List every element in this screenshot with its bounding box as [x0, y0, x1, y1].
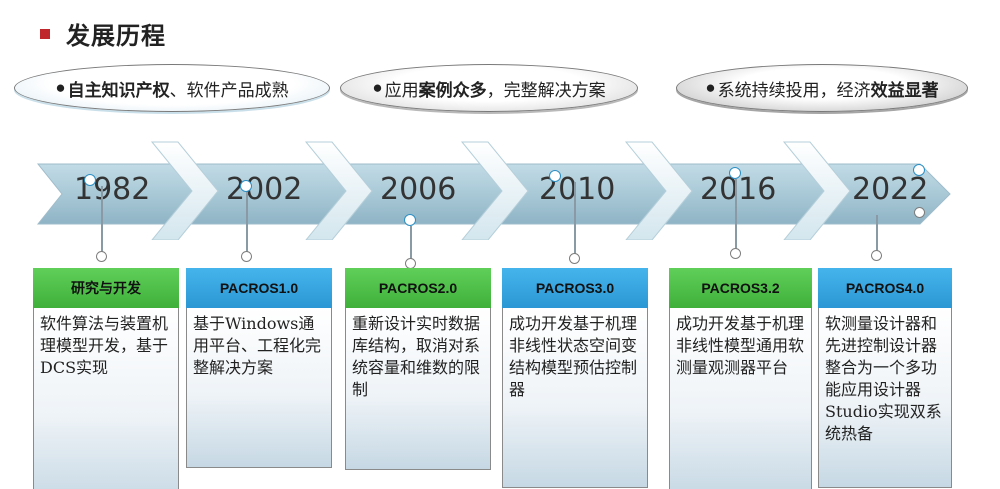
card-label: 研究与开发 — [33, 268, 179, 308]
node-bottom-icon — [569, 253, 580, 264]
year-2006: 2006 — [380, 172, 457, 207]
highlight-1-bold: 自主知识产权 — [67, 80, 170, 100]
card-description: 成功开发基于机理非线性状态空间变结构模型预估控制器 — [502, 308, 648, 488]
title-bullet-icon — [40, 28, 50, 39]
card-label: PACROS3.2 — [669, 268, 812, 308]
year-2022: 2022 — [852, 172, 929, 207]
card-label: PACROS1.0 — [186, 268, 332, 308]
highlight-pill-2: ● 应用案例众多，完整解决方案 — [340, 64, 638, 112]
card-description: 软测量设计器和先进控制设计器整合为一个多功能应用设计器Studio实现双系统热备 — [818, 308, 952, 488]
highlight-3-bold: 效益显著 — [870, 80, 939, 100]
connector-line — [101, 186, 103, 252]
connector-line — [876, 215, 878, 251]
card-description: 基于Windows通用平台、工程化完整解决方案 — [186, 308, 332, 468]
node-bottom-icon — [871, 250, 882, 261]
chevron-arrow-icon — [150, 141, 219, 240]
connector-line — [574, 182, 576, 254]
connector-line — [410, 226, 412, 260]
chevron-arrow-icon — [304, 141, 373, 240]
highlight-pill-1: ● 自主知识产权、软件产品成熟 — [14, 64, 330, 112]
card-description: 重新设计实时数据库结构，取消对系统容量和维数的限制 — [345, 308, 491, 470]
bullet-dot-icon: ● — [705, 78, 716, 97]
chevron-arrow-icon — [460, 141, 529, 240]
milestone-card-2010: PACROS3.0 成功开发基于机理非线性状态空间变结构模型预估控制器 — [502, 268, 648, 488]
node-bottom-icon — [730, 248, 741, 259]
bullet-dot-icon: ● — [372, 78, 383, 97]
card-label: PACROS2.0 — [345, 268, 491, 308]
node-top-icon — [404, 214, 416, 226]
chevron-arrow-icon — [782, 141, 851, 240]
milestone-card-2016: PACROS3.2 成功开发基于机理非线性模型通用软测量观测器平台 — [669, 268, 812, 489]
milestone-card-2022: PACROS4.0 软测量设计器和先进控制设计器整合为一个多功能应用设计器Stu… — [818, 268, 952, 488]
node-top-icon — [84, 174, 96, 186]
card-description: 成功开发基于机理非线性模型通用软测量观测器平台 — [669, 308, 812, 489]
card-label: PACROS4.0 — [818, 268, 952, 308]
node-bottom-icon — [96, 251, 107, 262]
milestone-card-2006: PACROS2.0 重新设计实时数据库结构，取消对系统容量和维数的限制 — [345, 268, 491, 470]
timeline-arrow — [36, 141, 951, 240]
milestone-card-1982: 研究与开发 软件算法与装置机理模型开发，基于DCS实现 — [33, 268, 179, 489]
node-top-icon — [240, 180, 252, 192]
chevron-arrow-icon — [624, 141, 693, 240]
bullet-dot-icon: ● — [55, 78, 66, 97]
card-label: PACROS3.0 — [502, 268, 648, 308]
node-bottom-icon — [241, 251, 252, 262]
node-top-icon — [729, 167, 741, 179]
highlight-2-bold: 案例众多 — [418, 80, 487, 100]
section-header: 发展历程 — [40, 16, 166, 51]
year-2002: 2002 — [226, 172, 303, 207]
node-top-icon — [549, 170, 561, 182]
connector-line — [246, 192, 248, 252]
node-bottom-icon — [914, 207, 925, 218]
connector-line — [735, 179, 737, 249]
milestone-card-2002: PACROS1.0 基于Windows通用平台、工程化完整解决方案 — [186, 268, 332, 468]
card-description: 软件算法与装置机理模型开发，基于DCS实现 — [33, 308, 179, 489]
node-top-icon — [913, 164, 925, 176]
page-title: 发展历程 — [66, 23, 166, 50]
highlight-pill-3: ● 系统持续投用，经济效益显著 — [676, 64, 968, 112]
